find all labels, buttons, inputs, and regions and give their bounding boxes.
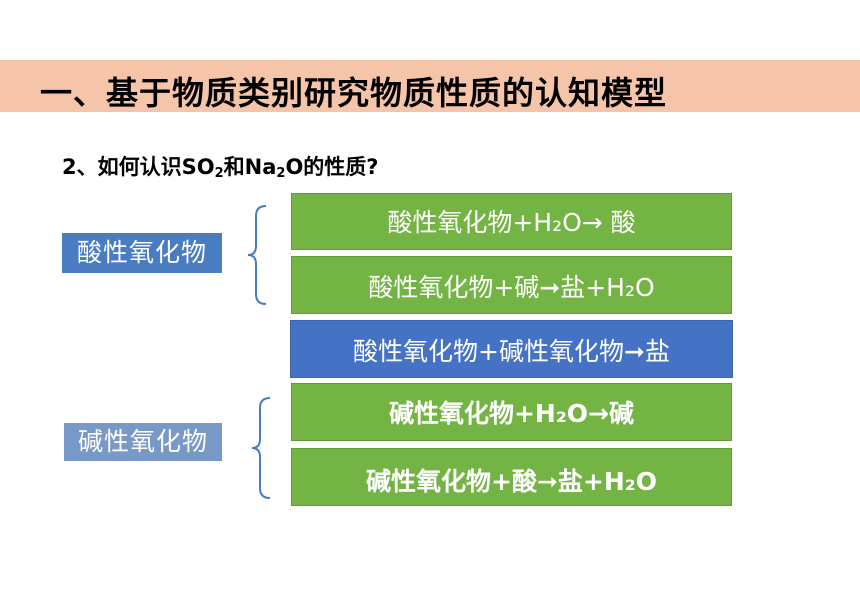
reaction-basic-oxide-acid: 碱性氧化物+酸➞盐+H₂O: [291, 448, 732, 506]
title-band: [0, 60, 860, 112]
basic-oxide-label: 碱性氧化物: [64, 423, 222, 461]
reaction-acidic-oxide-water: 酸性氧化物+H₂O→ 酸: [291, 193, 732, 250]
question-prefix: 2、如何认识SO: [62, 155, 215, 179]
base-brace: [251, 397, 271, 499]
reaction-text: 碱性氧化物+H₂O→碱: [388, 399, 635, 428]
acidic-oxide-label: 酸性氧化物: [62, 233, 222, 273]
reaction-text: 酸性氧化物+碱➞盐+H₂O: [368, 273, 655, 302]
question-subscript-1: 2: [214, 166, 224, 181]
reaction-text: 碱性氧化物+酸➞盐+H₂O: [366, 467, 657, 496]
slide-title: 一、基于物质类别研究物质性质的认知模型: [40, 74, 668, 112]
reaction-acidic-basic-oxide: 酸性氧化物+碱性氧化物➞盐: [290, 320, 733, 378]
reaction-text: 酸性氧化物+H₂O→ 酸: [387, 208, 636, 237]
question-heading: 2、如何认识SO2和Na2O的性质?: [62, 151, 378, 181]
reaction-basic-oxide-water: 碱性氧化物+H₂O→碱: [291, 383, 732, 441]
question-mid: 和Na: [223, 155, 277, 179]
acid-brace: [247, 205, 267, 305]
reaction-acidic-oxide-base: 酸性氧化物+碱➞盐+H₂O: [291, 256, 732, 314]
question-subscript-2: 2: [276, 166, 286, 181]
question-suffix: O的性质?: [285, 155, 379, 179]
reaction-text: 酸性氧化物+碱性氧化物➞盐: [353, 337, 670, 366]
